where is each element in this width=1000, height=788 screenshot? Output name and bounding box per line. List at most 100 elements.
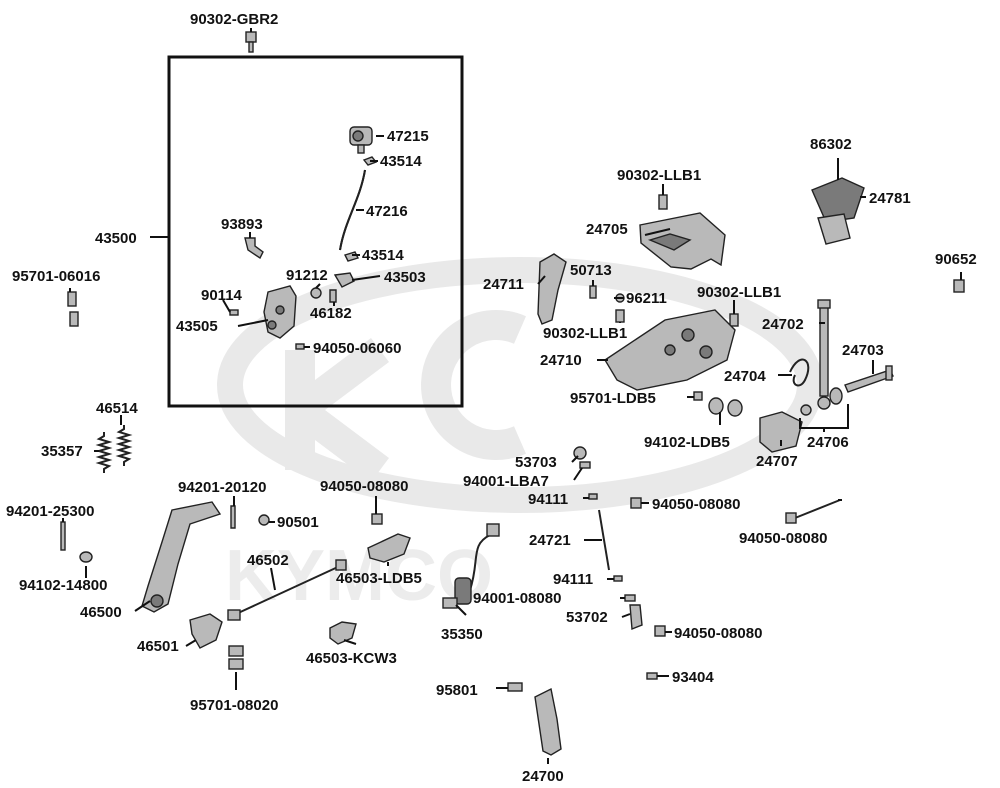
brake-pedal-46500 <box>141 501 222 613</box>
label-53703: 53703 <box>515 454 557 471</box>
label-94111-a: 94111 <box>528 491 568 508</box>
bolt-90302-llb1-c <box>615 309 625 323</box>
clip-94111-a <box>588 493 598 500</box>
label-90114: 90114 <box>201 287 243 304</box>
label-46501: 46501 <box>137 638 179 655</box>
bolt-90302-llb1-a <box>658 194 668 210</box>
part-46503-kcw3 <box>329 621 357 645</box>
label-94001-08080: 94001-08080 <box>473 590 561 607</box>
label-53702: 53702 <box>566 609 608 626</box>
label-24706: 24706 <box>807 434 849 451</box>
shaft-24703 <box>844 365 894 393</box>
brake-rod-46502 <box>227 559 347 621</box>
washer-94102-14800 <box>79 551 93 563</box>
label-24711: 24711 <box>483 276 524 293</box>
nut-94001-lba7 <box>579 461 591 469</box>
label-94201-20120: 94201-20120 <box>178 479 266 496</box>
label-94050-08080-c: 94050-08080 <box>674 625 762 642</box>
part-93404 <box>646 672 658 680</box>
part-47215 <box>349 126 373 154</box>
bolt-94050-08080-b <box>630 497 642 509</box>
spring-24704 <box>789 358 810 387</box>
label-43503: 43503 <box>384 269 426 286</box>
label-90652: 90652 <box>935 251 977 268</box>
shaft-24702 <box>817 299 831 397</box>
pin-94201-20120 <box>230 505 236 529</box>
clip-43514-b <box>344 251 359 262</box>
label-43514-a: 43514 <box>380 153 422 170</box>
label-46503-kcw3: 46503-KCW3 <box>306 650 397 667</box>
label-95801: 95801 <box>436 682 478 699</box>
knob-24781 <box>817 213 851 245</box>
part-labels: 90302-GBR2 47215 43514 47216 93893 43500… <box>6 11 977 785</box>
bolt-95701-06016 <box>67 291 79 327</box>
label-93893: 93893 <box>221 216 263 233</box>
washer-90501 <box>258 514 270 526</box>
bolt-95801 <box>507 682 523 692</box>
label-95701-06016: 95701-06016 <box>12 268 100 285</box>
bolt-94050-08080-d <box>654 625 666 637</box>
screw-90114 <box>229 309 239 316</box>
bolt-90302-gbr2 <box>245 31 257 53</box>
label-90302-llb1-c: 90302-LLB1 <box>543 325 627 342</box>
bolt-90302-llb1-b <box>729 313 739 327</box>
label-47215: 47215 <box>387 128 429 145</box>
label-95701-ldb5: 95701-LDB5 <box>570 390 656 407</box>
part-43503 <box>333 272 355 288</box>
parts-24706 <box>800 387 843 416</box>
clip-94111-b <box>613 575 623 582</box>
washers-94102-ldb5 <box>708 397 743 417</box>
part-90652 <box>953 279 965 293</box>
label-24721: 24721 <box>529 532 571 549</box>
spring-35357 <box>95 432 113 473</box>
label-90302-llb1-b: 90302-LLB1 <box>697 284 781 301</box>
pin-94201-25300 <box>60 521 66 551</box>
label-90302-gbr2: 90302-GBR2 <box>190 11 278 28</box>
label-43500: 43500 <box>95 230 137 247</box>
label-90501: 90501 <box>277 514 319 531</box>
label-24703: 24703 <box>842 342 884 359</box>
bracket-46503-ldb5 <box>367 533 411 563</box>
label-94102-ldb5: 94102-LDB5 <box>644 434 730 451</box>
block-24707 <box>759 411 803 453</box>
label-35357: 35357 <box>41 443 83 460</box>
watermark-logo: KYMCO <box>217 257 823 616</box>
label-93404: 93404 <box>672 669 714 686</box>
label-46503-ldb5: 46503-LDB5 <box>336 570 422 587</box>
label-46182: 46182 <box>310 305 352 322</box>
cover-24705 <box>639 212 726 270</box>
inset-box <box>167 55 464 408</box>
end-53702 <box>629 604 643 631</box>
label-95701-08020: 95701-08020 <box>190 697 278 714</box>
switch-35350 <box>442 523 500 609</box>
label-94102-14800: 94102-14800 <box>19 577 107 594</box>
label-94050-08080-d: 94050-08080 <box>739 530 827 547</box>
label-94050-06060: 94050-06060 <box>313 340 401 357</box>
bolt-95701-ldb5 <box>693 391 703 401</box>
label-24705: 24705 <box>586 221 628 238</box>
label-24702: 24702 <box>762 316 804 333</box>
nut-94001-08080 <box>624 594 636 602</box>
bolt-94050-08080-a <box>371 513 383 525</box>
part-46501 <box>189 613 223 649</box>
spring-46514 <box>115 425 133 466</box>
label-94050-08080-a: 94050-08080 <box>320 478 408 495</box>
arm-24700 <box>534 687 562 756</box>
label-43505: 43505 <box>176 318 218 335</box>
label-47216: 47216 <box>366 203 408 220</box>
pin-50713 <box>589 285 597 299</box>
plate-24710 <box>604 309 736 391</box>
label-46500: 46500 <box>80 604 122 621</box>
label-94201-25300: 94201-25300 <box>6 503 94 520</box>
part-46182 <box>329 289 337 303</box>
label-94111-b: 94111 <box>553 571 593 588</box>
label-24710: 24710 <box>540 352 582 369</box>
label-96211: 96211 <box>626 290 667 307</box>
label-24781: 24781 <box>869 190 911 207</box>
label-50713: 50713 <box>570 262 612 279</box>
bolt-95701-08020 <box>228 645 244 670</box>
label-94001-lba7: 94001-LBA7 <box>463 473 549 490</box>
bracket-93893 <box>244 237 264 260</box>
seal-91212 <box>310 287 322 299</box>
